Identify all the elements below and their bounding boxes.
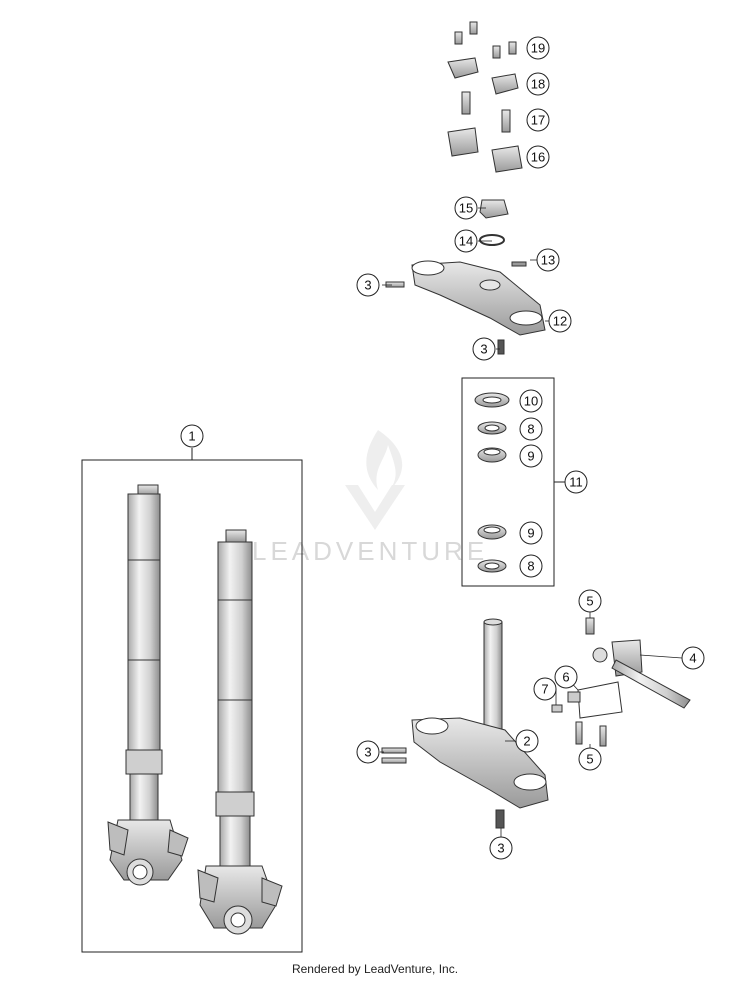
svg-text:16: 16: [531, 150, 545, 165]
callout-14: 14: [454, 229, 478, 253]
svg-text:11: 11: [569, 475, 583, 490]
lower-triple-clamp: [381, 618, 549, 829]
callout-12: 12: [548, 309, 572, 333]
callout-10: 10: [519, 389, 543, 413]
right-fork-leg: [197, 529, 283, 935]
callout-5-bottom: 5: [578, 747, 602, 771]
svg-text:8: 8: [527, 559, 534, 574]
svg-text:13: 13: [541, 253, 555, 268]
svg-text:12: 12: [553, 314, 567, 329]
watermark-text: LEADVENTURE: [252, 536, 488, 566]
fork-box: [81, 459, 303, 953]
callout-7: 7: [533, 677, 557, 701]
svg-text:4: 4: [689, 651, 696, 666]
handlebar-clamp-parts: [447, 21, 523, 173]
footer-credit: Rendered by LeadVenture, Inc.: [291, 962, 459, 976]
callout-4: 4: [681, 646, 705, 670]
callout-3-lower-left: 3: [356, 740, 380, 764]
svg-text:8: 8: [527, 422, 534, 437]
svg-text:19: 19: [531, 41, 545, 56]
callout-8-upper: 8: [519, 417, 543, 441]
callout-19: 19: [526, 36, 550, 60]
callout-13: 13: [536, 248, 560, 272]
callout-16: 16: [526, 145, 550, 169]
callout-1: 1: [180, 424, 204, 448]
callout-9-upper: 9: [519, 444, 543, 468]
svg-text:10: 10: [524, 394, 538, 409]
stem-nut-and-washer: [479, 199, 509, 246]
upper-triple-clamp: [385, 260, 546, 355]
callout-5-top: 5: [578, 589, 602, 613]
watermark-logo: [345, 430, 405, 530]
svg-text:3: 3: [497, 841, 504, 856]
svg-text:17: 17: [531, 113, 545, 128]
svg-text:5: 5: [586, 594, 593, 609]
steering-damper: [551, 617, 691, 747]
svg-text:15: 15: [459, 201, 473, 216]
callout-18: 18: [526, 72, 550, 96]
svg-text:14: 14: [459, 234, 473, 249]
svg-text:2: 2: [523, 734, 530, 749]
svg-text:9: 9: [527, 526, 534, 541]
svg-text:18: 18: [531, 77, 545, 92]
svg-text:3: 3: [364, 745, 371, 760]
bearing-parts: [474, 392, 510, 573]
callout-8-lower: 8: [519, 554, 543, 578]
callout-11: 11: [564, 470, 588, 494]
callout-3-upper-bottom: 3: [472, 337, 496, 361]
svg-text:1: 1: [188, 429, 195, 444]
callout-6: 6: [554, 665, 578, 689]
callout-17: 17: [526, 108, 550, 132]
callout-15: 15: [454, 196, 478, 220]
callout-3-upper-left: 3: [356, 273, 380, 297]
svg-text:3: 3: [480, 342, 487, 357]
callout-3-lower-bottom: 3: [489, 836, 513, 860]
callout-2: 2: [515, 729, 539, 753]
callout-9-lower: 9: [519, 521, 543, 545]
svg-text:9: 9: [527, 449, 534, 464]
svg-text:7: 7: [541, 682, 548, 697]
svg-text:3: 3: [364, 278, 371, 293]
left-fork-leg: [107, 484, 189, 886]
svg-text:6: 6: [562, 670, 569, 685]
svg-text:5: 5: [586, 752, 593, 767]
